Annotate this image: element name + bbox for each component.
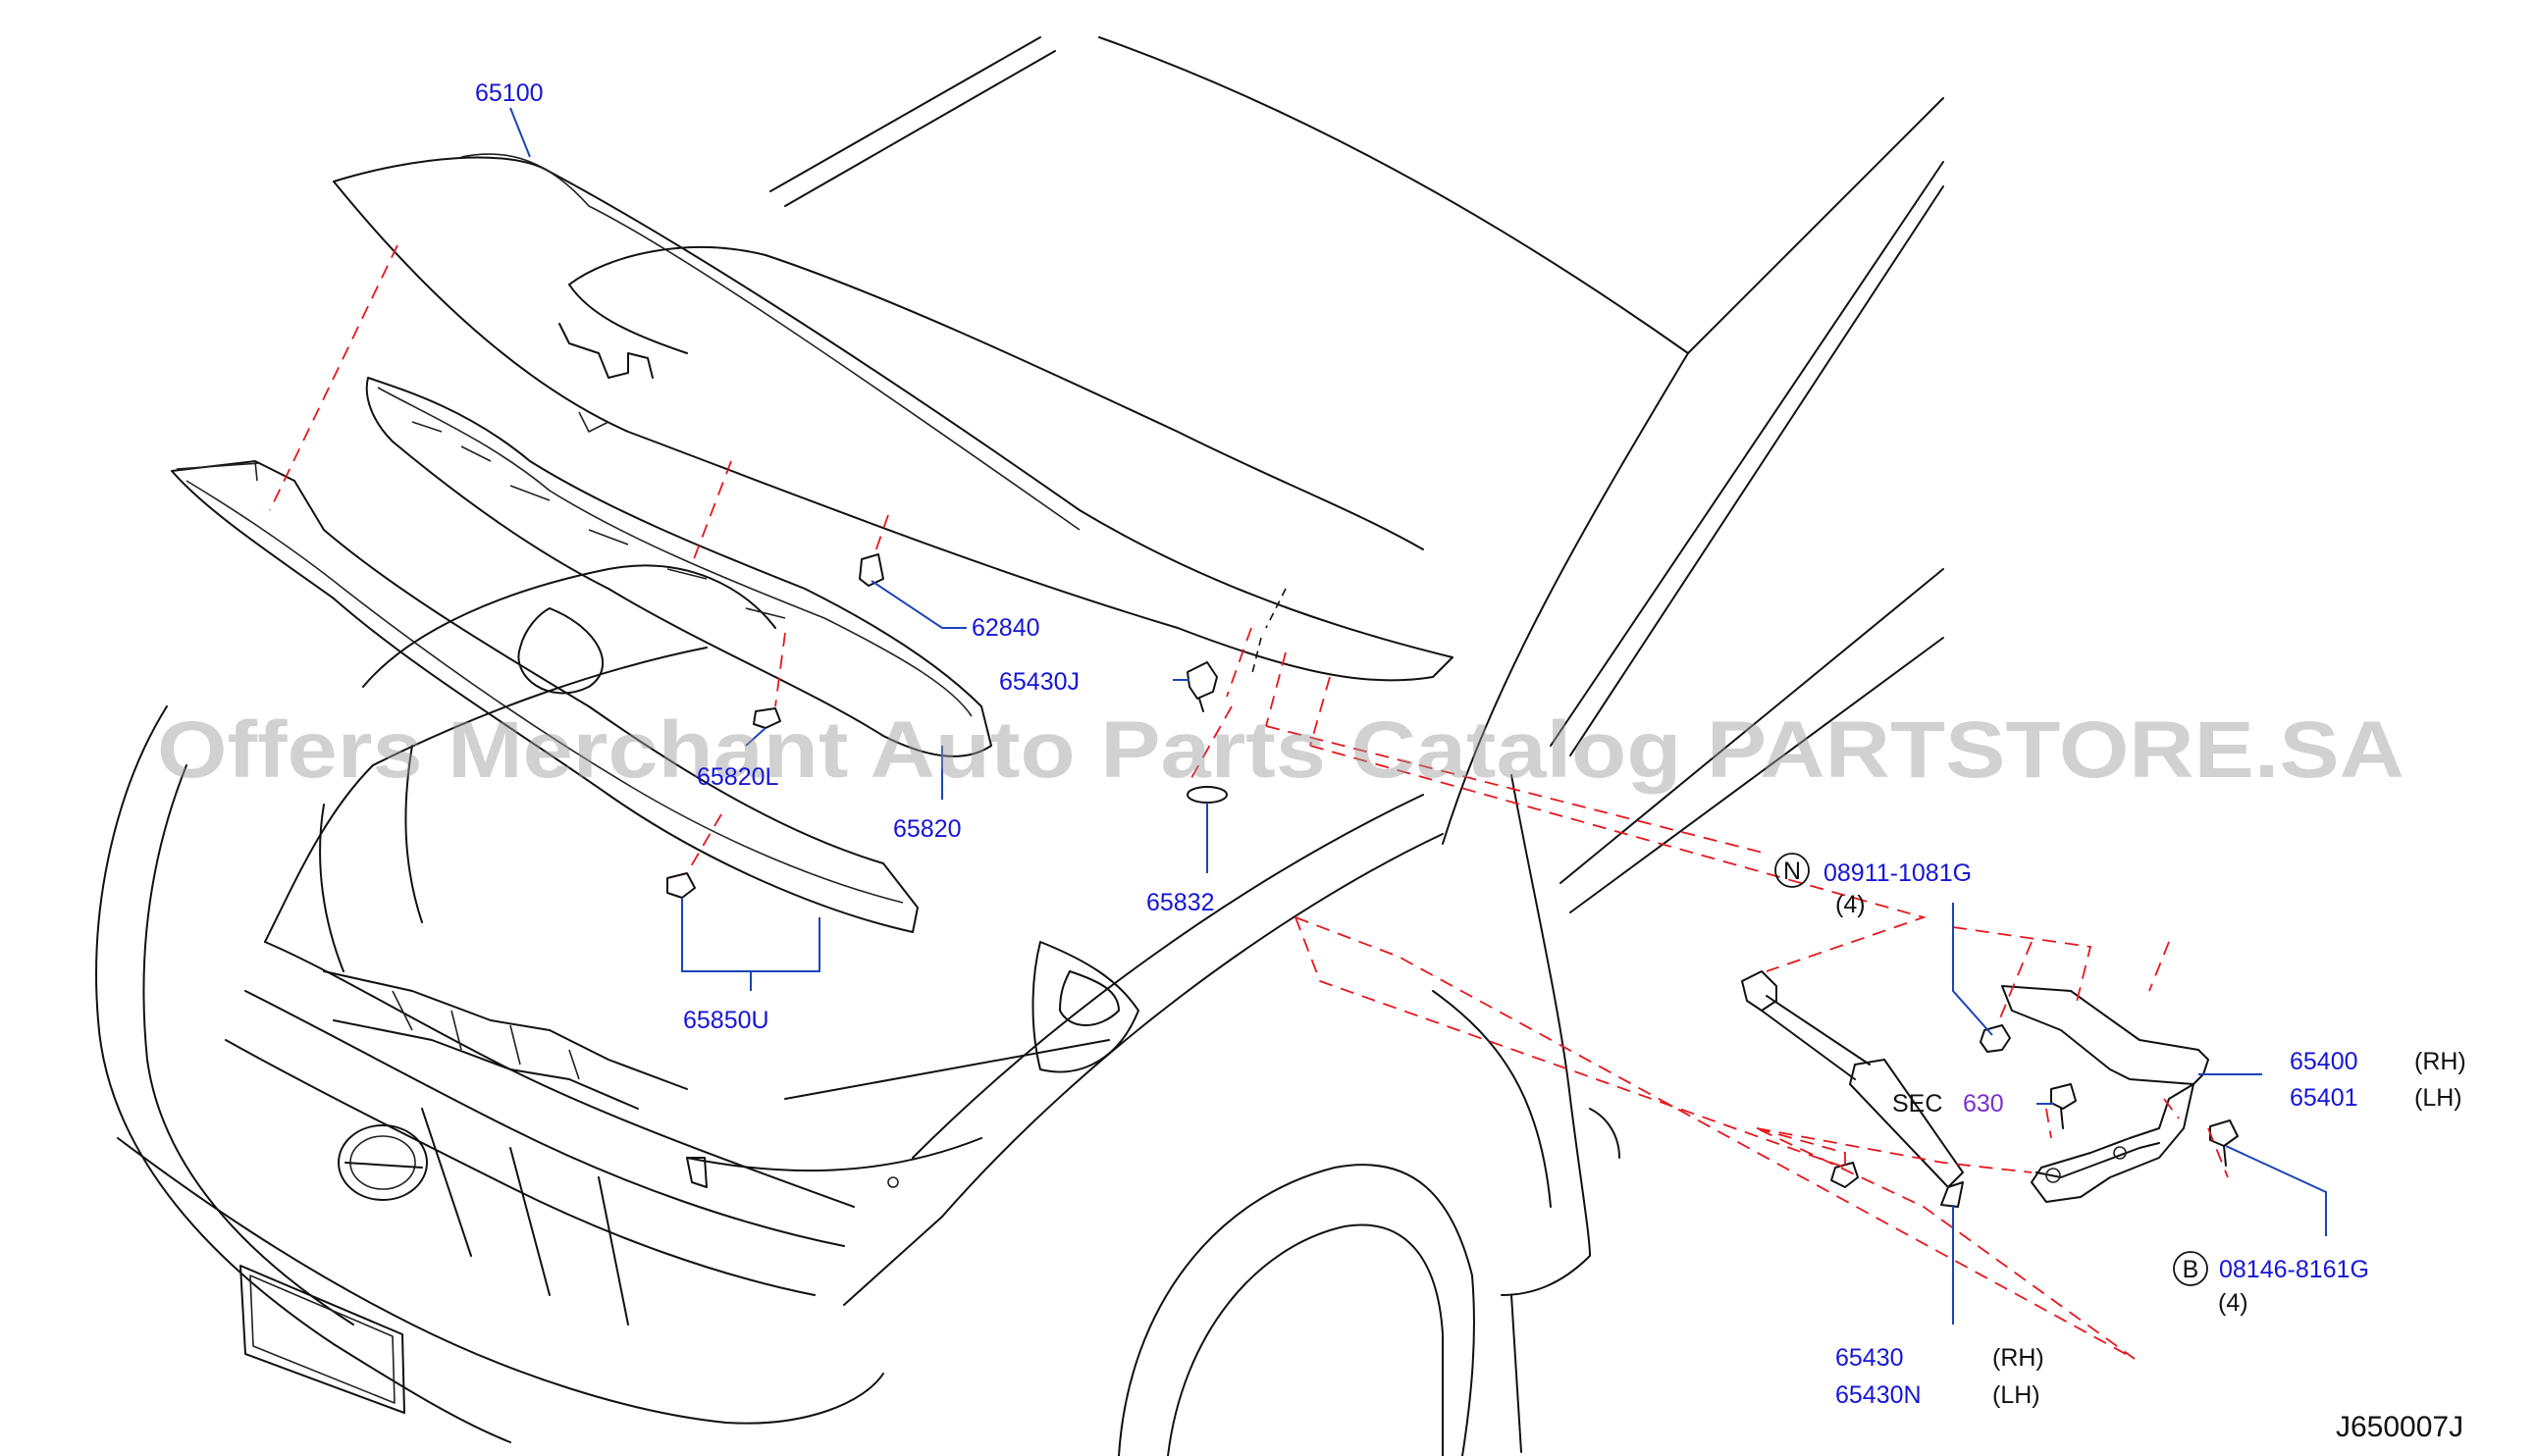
label-65832[interactable]: 65832 [1146,889,1215,916]
label-65430N[interactable]: 65430N [1835,1381,1922,1409]
label-65850U[interactable]: 65850U [683,1007,769,1034]
bolt-08146[interactable] [2209,1119,2239,1167]
side-65430: (RH) [1992,1344,2044,1372]
drawing-code: J650007J [2336,1411,2463,1443]
bolt-marker: B [2173,1251,2208,1286]
clip-65850U[interactable] [666,872,696,899]
label-65430[interactable]: 65430 [1835,1344,1904,1372]
clip-65430J[interactable] [1187,661,1218,712]
label-62840[interactable]: 62840 [972,614,1040,642]
label-65820[interactable]: 65820 [893,815,962,843]
part-labels: 65100 62840 65430J 65820L 65820 65832 65… [475,79,2466,1443]
sec-630-link[interactable]: 630 [1963,1090,2004,1118]
label-65400[interactable]: 65400 [2290,1048,2358,1075]
hood-strut-65430[interactable] [1741,970,1964,1208]
side-65401: (LH) [2414,1084,2462,1112]
side-65430N: (LH) [1992,1381,2040,1409]
sec-prefix: SEC [1892,1090,1942,1118]
nut-marker-letter: N [1783,858,1801,885]
qty-08911: (4) [1835,891,1866,918]
bolt-630[interactable] [2050,1083,2077,1129]
label-65820L[interactable]: 65820L [697,763,779,791]
label-08911-1081G[interactable]: 08911-1081G [1823,859,1972,887]
hood-hinge-65400[interactable] [2001,985,2209,1203]
bumper-62840[interactable] [859,553,884,587]
label-65100[interactable]: 65100 [475,79,544,107]
hood-seal-65820[interactable] [365,377,992,757]
front-seal-65850U[interactable] [171,460,919,933]
nut-marker: N [1774,853,1810,888]
vehicle-body-outline [95,36,1944,1456]
nut-08911[interactable] [1980,1024,2011,1053]
clip-65820L[interactable] [753,707,781,729]
qty-08146: (4) [2218,1289,2248,1317]
bolt-marker-letter: B [2183,1256,2199,1283]
label-65430J[interactable]: 65430J [999,668,1080,696]
label-65401[interactable]: 65401 [2290,1084,2358,1112]
watermark: Offers Merchant Auto Parts Catalog PARTS… [157,705,2404,795]
leader-lines [509,107,2327,1325]
hood-panel[interactable] [333,153,1453,682]
stud-ball-65430[interactable] [1830,1162,1859,1188]
side-65400: (RH) [2414,1048,2466,1075]
label-08146-8161G[interactable]: 08146-8161G [2219,1256,2369,1283]
assembly-dashed-lines [269,244,2229,1360]
